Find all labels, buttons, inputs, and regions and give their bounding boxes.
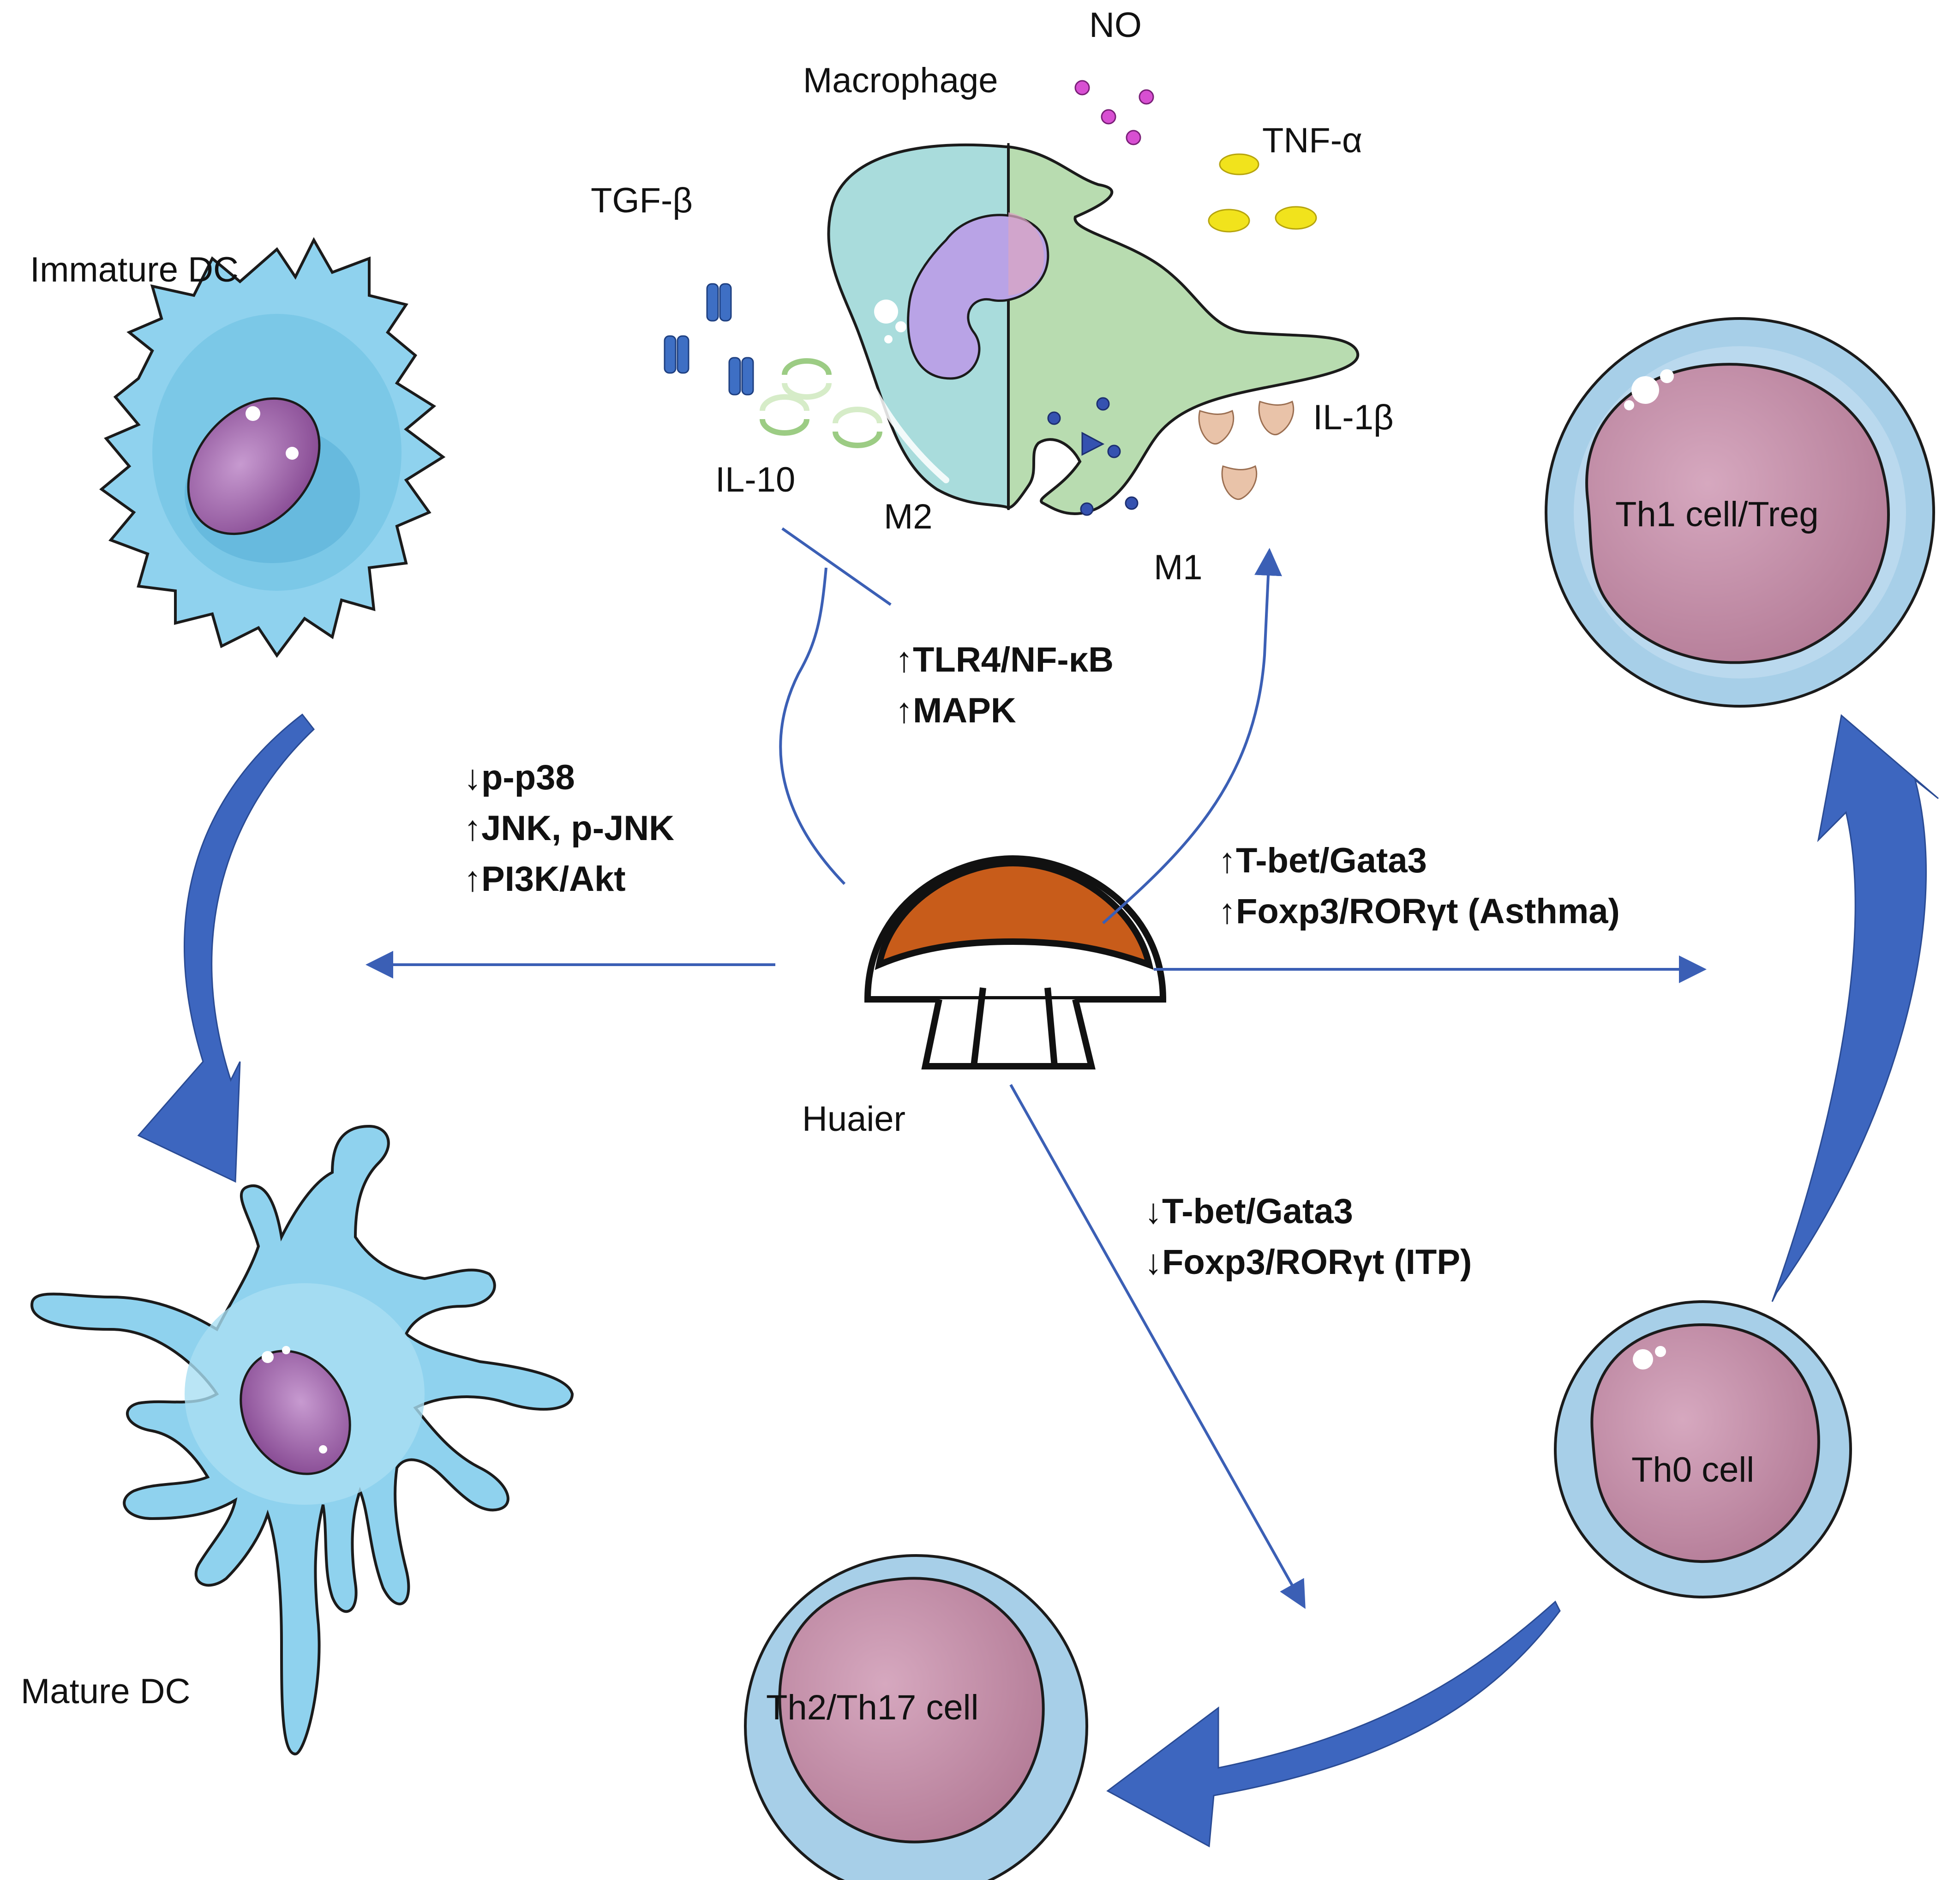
th0-cell xyxy=(1554,1300,1852,1598)
il1b-particles xyxy=(1198,400,1295,500)
dc-pathway-3: ↑PI3K/Akt xyxy=(464,859,626,899)
il10-label: IL-10 xyxy=(715,460,795,499)
m2-label: M2 xyxy=(884,497,933,536)
m1-label: M1 xyxy=(1154,548,1203,587)
dc-pathway-2: ↑JNK, p-JNK xyxy=(464,809,674,848)
inhibit-m2 xyxy=(779,567,846,885)
th0-to-th2-arrow xyxy=(1106,1600,1561,1848)
no-particles xyxy=(1074,80,1154,145)
arrow-to-m1 xyxy=(1102,548,1283,925)
macrophage-label: Macrophage xyxy=(803,61,998,100)
tgf-receptors xyxy=(664,283,754,396)
m1-particles xyxy=(1047,397,1139,516)
arrow-to-th2 xyxy=(1009,1084,1306,1609)
il1b-label: IL-1β xyxy=(1313,398,1394,437)
tnf-particles xyxy=(1208,153,1317,233)
inhibit-m2-bar xyxy=(781,527,892,606)
macrophage-pathway-2: ↑MAPK xyxy=(895,691,1016,730)
huaier-label: Huaier xyxy=(802,1099,905,1139)
asthma-line-2: ↑Foxp3/RORγt (Asthma) xyxy=(1218,892,1620,931)
asthma-line-1: ↑T-bet/Gata3 xyxy=(1218,841,1427,880)
immature-dc-cell xyxy=(99,237,446,658)
itp-line-1: ↓T-bet/Gata3 xyxy=(1145,1192,1353,1231)
th0-label: Th0 cell xyxy=(1631,1450,1754,1490)
immature-dc-label: Immature DC xyxy=(30,250,239,289)
macrophage-cell xyxy=(827,143,1360,515)
huaier-mushroom-icon xyxy=(864,855,1167,1069)
dc-pathway-1: ↓p-p38 xyxy=(464,758,575,797)
mature-dc-cell xyxy=(30,1124,574,1756)
th0-to-th1-arrow xyxy=(1771,714,1939,1302)
mature-dc-label: Mature DC xyxy=(21,1672,190,1711)
il10-particles xyxy=(760,358,882,448)
tnf-label: TNF-α xyxy=(1262,121,1362,160)
dc-maturation-arrow xyxy=(137,713,315,1183)
th2-th17-cell xyxy=(744,1553,1088,1880)
tgf-label: TGF-β xyxy=(591,181,693,220)
th1-treg-label: Th1 cell/Treg xyxy=(1615,495,1819,534)
itp-line-2: ↓Foxp3/RORγt (ITP) xyxy=(1145,1243,1472,1282)
th1-treg-cell xyxy=(1545,317,1935,708)
no-label: NO xyxy=(1089,6,1142,45)
macrophage-pathway-1: ↑TLR4/NF-κB xyxy=(895,640,1114,679)
th2-th17-label: Th2/Th17 cell xyxy=(766,1688,978,1727)
